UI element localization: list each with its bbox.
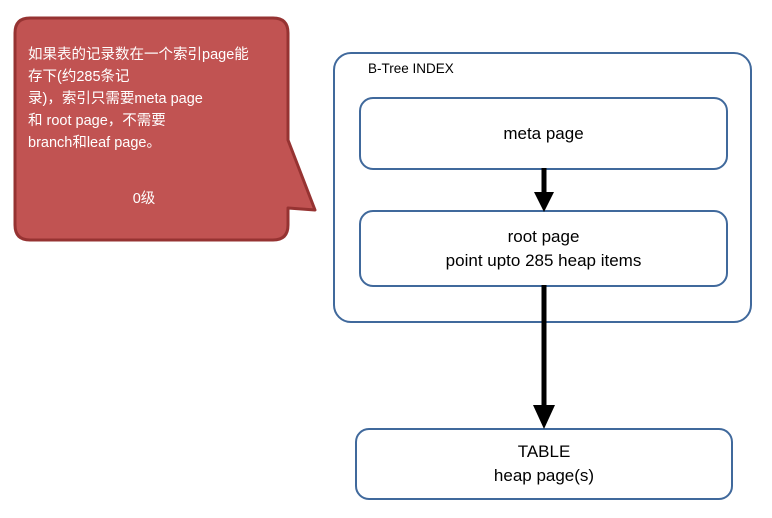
root-page-line-1: root page (507, 226, 580, 246)
root-page-text: root page point upto 285 heap items (361, 225, 726, 273)
table-heap-text: TABLE heap page(s) (357, 440, 731, 488)
root-page-box[interactable]: root page point upto 285 heap items (359, 210, 728, 287)
meta-page-text: meta page (361, 122, 726, 146)
meta-page-box[interactable]: meta page (359, 97, 728, 170)
annotation-callout: 如果表的记录数在一个索引page能存下(约285条记 录)，索引只需要meta … (0, 10, 330, 255)
root-page-line-2: point upto 285 heap items (445, 250, 642, 270)
callout-shape (13, 16, 317, 242)
callout-body-text: 如果表的记录数在一个索引page能存下(约285条记 录)，索引只需要meta … (28, 47, 249, 151)
table-heap-box[interactable]: TABLE heap page(s) (355, 428, 733, 500)
table-line-1: TABLE (517, 442, 571, 461)
table-line-2: heap page(s) (493, 466, 595, 485)
meta-page-line-1: meta page (503, 123, 584, 143)
callout-level-label: 0级 (132, 191, 156, 207)
btree-index-label: B-Tree INDEX (368, 61, 454, 76)
